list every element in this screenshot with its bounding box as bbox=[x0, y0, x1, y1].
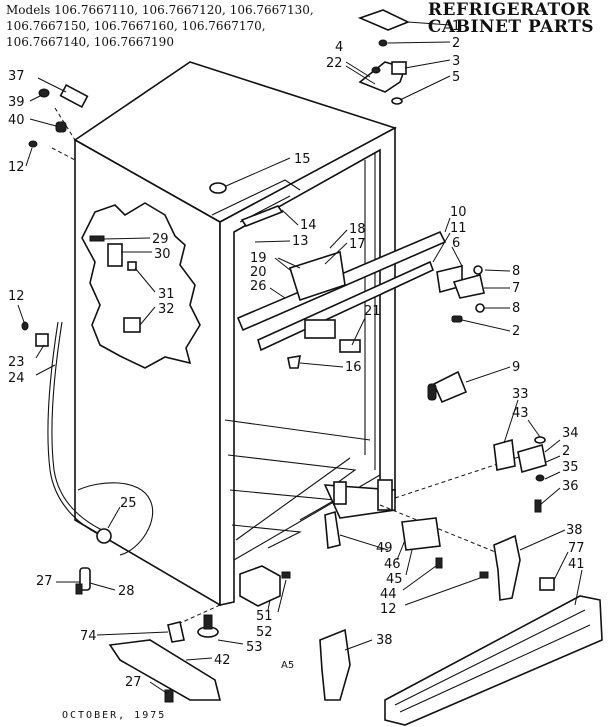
callout-20: 20 bbox=[250, 265, 267, 280]
model-line: Models 106.7667110, 106.7667120, 106.766… bbox=[6, 3, 314, 17]
callout-21: 21 bbox=[364, 304, 381, 319]
callout-2c: 2 bbox=[562, 444, 570, 459]
callout-19: 19 bbox=[250, 251, 267, 266]
callout-38b: 38 bbox=[376, 633, 393, 648]
divider-assembly bbox=[236, 217, 511, 369]
callout-12b: 12 bbox=[8, 289, 25, 304]
callout-35: 35 bbox=[562, 460, 579, 475]
callout-labels: 1 2 3 4 22 5 37 39 40 12 15 14 13 10 11 … bbox=[8, 19, 585, 690]
page-title: REFRIGERATOR CABINET PARTS bbox=[428, 2, 594, 36]
callout-1: 1 bbox=[452, 19, 460, 34]
callout-8: 8 bbox=[512, 264, 520, 279]
callout-74: 74 bbox=[80, 629, 97, 644]
callout-14: 14 bbox=[300, 218, 317, 233]
callout-45: 45 bbox=[386, 572, 403, 587]
callout-17: 17 bbox=[349, 237, 366, 252]
callout-42: 42 bbox=[214, 653, 231, 668]
callout-25: 25 bbox=[120, 496, 137, 511]
callout-43: 43 bbox=[512, 406, 529, 421]
callout-41: 41 bbox=[568, 557, 585, 572]
callout-9: 9 bbox=[512, 360, 520, 375]
callout-8b: 8 bbox=[512, 301, 520, 316]
callout-10: 10 bbox=[450, 205, 467, 220]
callout-2b: 2 bbox=[512, 324, 520, 339]
callout-16: 16 bbox=[345, 360, 362, 375]
callout-37: 37 bbox=[8, 69, 25, 84]
callout-27b: 27 bbox=[125, 675, 142, 690]
callout-22: 22 bbox=[326, 56, 343, 71]
callout-51: 51 bbox=[256, 609, 273, 624]
callout-34: 34 bbox=[562, 426, 579, 441]
callout-40: 40 bbox=[8, 113, 25, 128]
cutaway-panel bbox=[81, 202, 201, 369]
top-fittings bbox=[209, 157, 299, 243]
callout-23: 23 bbox=[8, 355, 25, 370]
callout-2: 2 bbox=[452, 36, 460, 51]
page-code: A5 bbox=[281, 660, 295, 671]
callout-24: 24 bbox=[8, 371, 25, 386]
callout-12: 12 bbox=[8, 160, 25, 175]
callout-77: 77 bbox=[568, 541, 585, 556]
callout-6: 6 bbox=[452, 236, 460, 251]
callout-28: 28 bbox=[118, 584, 135, 599]
callout-15: 15 bbox=[294, 152, 311, 167]
bottom-center-parts bbox=[239, 565, 291, 613]
callout-49: 49 bbox=[376, 541, 393, 556]
callout-44: 44 bbox=[380, 587, 397, 602]
callout-31: 31 bbox=[158, 287, 175, 302]
publication-date: OCTOBER, 1975 bbox=[62, 710, 167, 721]
callout-38: 38 bbox=[566, 523, 583, 538]
title-line: REFRIGERATOR bbox=[427, 0, 591, 20]
handle-part bbox=[427, 366, 511, 404]
bottom-left-parts bbox=[56, 567, 244, 703]
callout-4: 4 bbox=[335, 40, 343, 55]
callout-52: 52 bbox=[256, 625, 273, 640]
base-bracket-parts bbox=[324, 510, 489, 606]
kick-plate-parts bbox=[319, 529, 603, 726]
model-list: Models 106.7667110, 106.7667120, 106.766… bbox=[6, 2, 426, 50]
callout-26: 26 bbox=[250, 279, 267, 294]
callout-39: 39 bbox=[8, 95, 25, 110]
top-hinge-assembly bbox=[345, 9, 451, 105]
model-line: 106.7667150, 106.7667160, 106.7667170, bbox=[6, 19, 266, 33]
callout-29: 29 bbox=[152, 232, 169, 247]
callout-30: 30 bbox=[154, 247, 171, 262]
upper-left-parts bbox=[25, 77, 89, 167]
callout-18: 18 bbox=[349, 222, 366, 237]
callout-36: 36 bbox=[562, 479, 579, 494]
callout-11: 11 bbox=[450, 221, 467, 236]
drain-tube-parts bbox=[17, 304, 154, 556]
callout-7: 7 bbox=[512, 281, 520, 296]
callout-46: 46 bbox=[384, 557, 401, 572]
lower-hinge-assembly bbox=[493, 399, 561, 513]
callout-5: 5 bbox=[452, 70, 460, 85]
callout-13: 13 bbox=[292, 234, 309, 249]
callout-53: 53 bbox=[246, 640, 263, 655]
title-line: CABINET PARTS bbox=[427, 17, 594, 37]
callout-27: 27 bbox=[36, 574, 53, 589]
callout-12c: 12 bbox=[380, 602, 397, 617]
reference-lines bbox=[51, 107, 541, 626]
model-line: 106.7667140, 106.7667190 bbox=[6, 35, 174, 49]
callout-3: 3 bbox=[452, 54, 460, 69]
callout-33: 33 bbox=[512, 387, 529, 402]
callout-32: 32 bbox=[158, 302, 175, 317]
